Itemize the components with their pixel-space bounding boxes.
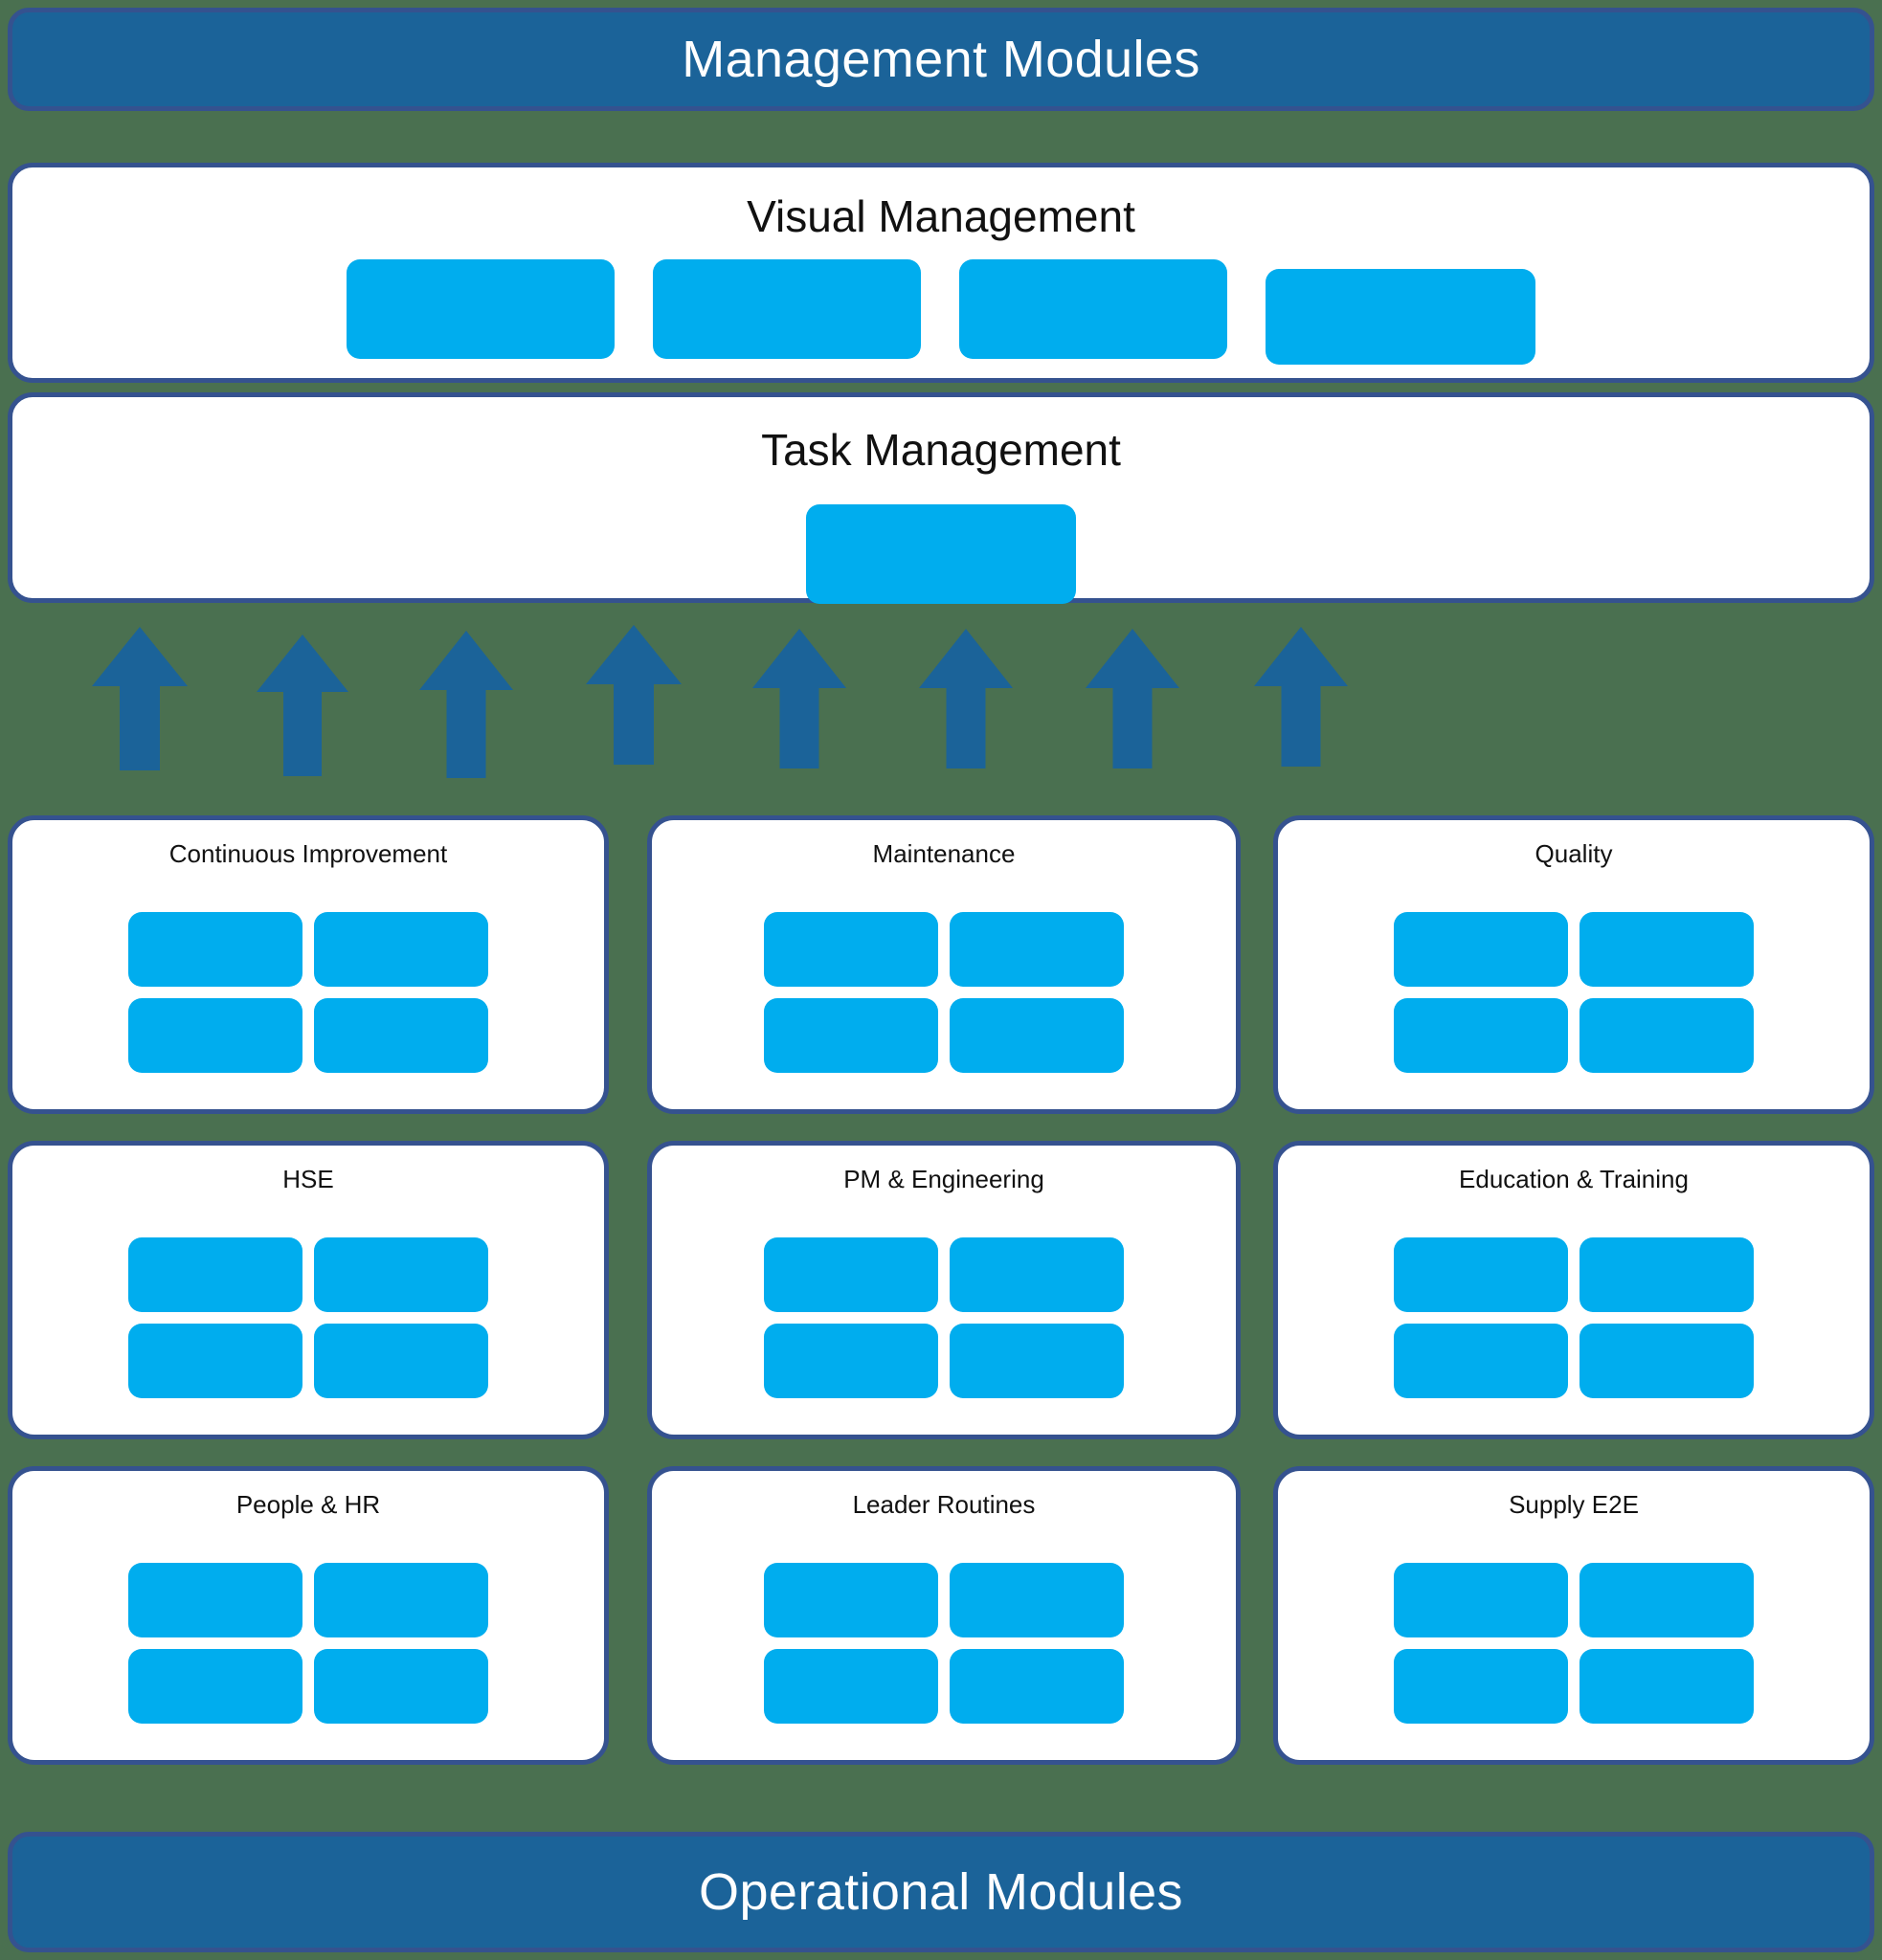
module-card-hse[interactable]: HSE xyxy=(8,1141,609,1439)
module-title-supply-e2e: Supply E2E xyxy=(1509,1490,1639,1519)
module-tile[interactable] xyxy=(764,1563,938,1637)
module-tile[interactable] xyxy=(128,1649,302,1724)
module-title-leader-routines: Leader Routines xyxy=(852,1490,1036,1519)
module-tile[interactable] xyxy=(314,1324,488,1398)
module-tile[interactable] xyxy=(764,1237,938,1312)
module-title-continuous-improvement: Continuous Improvement xyxy=(168,839,448,868)
module-tile[interactable] xyxy=(314,912,488,987)
module-tile[interactable] xyxy=(950,912,1124,987)
module-card-leader-routines[interactable]: Leader Routines xyxy=(647,1466,1241,1765)
management-modules-banner: Management Modules xyxy=(8,8,1874,111)
visual-management-tile[interactable] xyxy=(959,259,1227,359)
module-tile[interactable] xyxy=(1394,1324,1568,1398)
module-tile-grid-people-hr xyxy=(128,1563,488,1724)
module-title-hse: HSE xyxy=(282,1165,334,1193)
module-tile-grid-education-training xyxy=(1394,1237,1754,1398)
module-tile[interactable] xyxy=(950,1563,1124,1637)
module-tile[interactable] xyxy=(1394,912,1568,987)
module-tile[interactable] xyxy=(764,1649,938,1724)
module-tile[interactable] xyxy=(314,1237,488,1312)
module-tile[interactable] xyxy=(764,998,938,1073)
module-tile[interactable] xyxy=(128,1237,302,1312)
module-tile[interactable] xyxy=(1394,1237,1568,1312)
module-tile[interactable] xyxy=(1394,998,1568,1073)
module-tile[interactable] xyxy=(314,1649,488,1724)
arrow-up-icon xyxy=(1086,629,1179,768)
task-management-title: Task Management xyxy=(761,425,1121,475)
module-title-education-training: Education & Training xyxy=(1459,1165,1689,1193)
module-tile[interactable] xyxy=(128,1324,302,1398)
arrow-up-icon xyxy=(586,625,682,765)
arrow-group xyxy=(0,617,1882,809)
module-tile[interactable] xyxy=(1580,998,1754,1073)
module-card-education-training[interactable]: Education & Training xyxy=(1273,1141,1874,1439)
visual-management-tile[interactable] xyxy=(1266,269,1535,365)
module-title-maintenance: Maintenance xyxy=(872,839,1016,868)
module-tile[interactable] xyxy=(764,1324,938,1398)
module-title-people-hr: People & HR xyxy=(235,1490,381,1519)
module-tile-grid-leader-routines xyxy=(764,1563,1124,1724)
module-tile-grid-maintenance xyxy=(764,912,1124,1073)
module-tile[interactable] xyxy=(314,1563,488,1637)
module-tile[interactable] xyxy=(128,998,302,1073)
arrow-up-icon xyxy=(419,631,513,778)
module-card-supply-e2e[interactable]: Supply E2E xyxy=(1273,1466,1874,1765)
module-title-pm-engineering: PM & Engineering xyxy=(843,1165,1044,1193)
module-tile[interactable] xyxy=(950,1237,1124,1312)
visual-management-title: Visual Management xyxy=(747,191,1135,241)
module-tile[interactable] xyxy=(314,998,488,1073)
operational-modules-banner-label: Operational Modules xyxy=(699,1863,1183,1921)
module-card-maintenance[interactable]: Maintenance xyxy=(647,815,1241,1114)
module-tile[interactable] xyxy=(1394,1563,1568,1637)
arrow-up-icon xyxy=(92,627,188,770)
module-tile[interactable] xyxy=(1580,1324,1754,1398)
operational-modules-banner: Operational Modules xyxy=(8,1832,1874,1952)
visual-management-panel[interactable]: Visual Management xyxy=(8,163,1874,383)
module-tile[interactable] xyxy=(950,1324,1124,1398)
module-title-quality: Quality xyxy=(1535,839,1613,868)
task-management-tile[interactable] xyxy=(806,504,1076,604)
module-tile[interactable] xyxy=(1580,1563,1754,1637)
module-tile-grid-hse xyxy=(128,1237,488,1398)
module-card-people-hr[interactable]: People & HR xyxy=(8,1466,609,1765)
module-tile[interactable] xyxy=(1580,1649,1754,1724)
module-tile[interactable] xyxy=(128,912,302,987)
module-tile[interactable] xyxy=(1580,1237,1754,1312)
visual-management-tile-row xyxy=(12,259,1870,365)
management-modules-banner-label: Management Modules xyxy=(682,31,1200,88)
module-tile-grid-continuous-improvement xyxy=(128,912,488,1073)
module-tile[interactable] xyxy=(128,1563,302,1637)
module-card-pm-engineering[interactable]: PM & Engineering xyxy=(647,1141,1241,1439)
task-management-panel[interactable]: Task Management xyxy=(8,392,1874,604)
module-tile[interactable] xyxy=(950,1649,1124,1724)
module-tile-grid-pm-engineering xyxy=(764,1237,1124,1398)
arrow-up-icon xyxy=(752,629,846,768)
module-tile[interactable] xyxy=(1580,912,1754,987)
visual-management-tile[interactable] xyxy=(347,259,615,359)
arrow-up-icon xyxy=(1254,627,1348,767)
arrow-up-icon xyxy=(919,629,1013,768)
arrow-up-icon xyxy=(257,635,348,776)
module-tile-grid-quality xyxy=(1394,912,1754,1073)
module-card-quality[interactable]: Quality xyxy=(1273,815,1874,1114)
visual-management-tile[interactable] xyxy=(653,259,921,359)
module-tile[interactable] xyxy=(1394,1649,1568,1724)
module-tile[interactable] xyxy=(950,998,1124,1073)
module-tile-grid-supply-e2e xyxy=(1394,1563,1754,1724)
task-management-tile-row xyxy=(12,504,1870,604)
module-tile[interactable] xyxy=(764,912,938,987)
module-card-continuous-improvement[interactable]: Continuous Improvement xyxy=(8,815,609,1114)
